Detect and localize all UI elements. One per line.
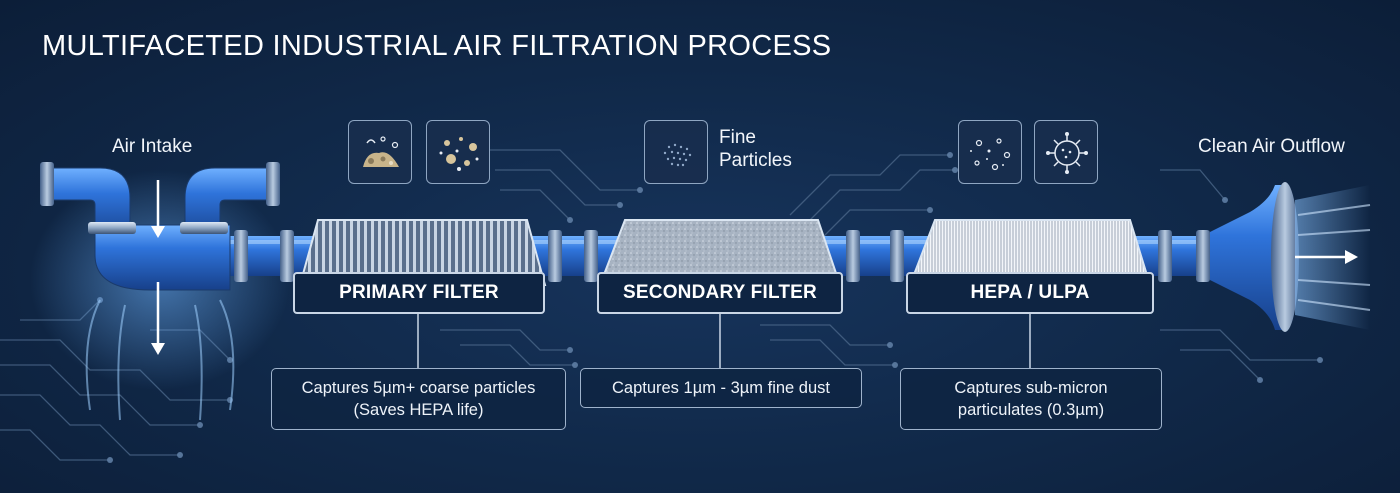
secondary-filter-label: SECONDARY FILTER <box>597 272 843 314</box>
outlet-nozzle <box>1210 182 1371 332</box>
connector-lines <box>417 314 1031 368</box>
primary-filter-label: PRIMARY FILTER <box>293 272 545 314</box>
fine-particles-line-1: Fine <box>719 127 756 148</box>
hepa-ulpa-label: HEPA / ULPA <box>906 272 1154 314</box>
pipe-couplings <box>234 230 1210 282</box>
clean-air-outflow-label: Clean Air Outflow <box>1198 136 1345 157</box>
fine-particles-line-2: Particles <box>719 150 792 171</box>
circuit-traces <box>0 149 1320 461</box>
fine-particles-label: Fine Particles <box>719 126 792 172</box>
fine-particles-icon <box>644 120 708 184</box>
primary-desc-line-1: Captures 5µm+ coarse particles <box>301 379 536 397</box>
primary-desc-line-2: (Saves HEPA life) <box>353 401 484 419</box>
air-intake-label: Air Intake <box>112 136 193 157</box>
sub-micron-particles-icon <box>958 120 1022 184</box>
secondary-filter-description: Captures 1µm - 3µm fine dust <box>580 368 862 408</box>
virus-icon <box>1034 120 1098 184</box>
hepa-desc-line-1: Captures sub-micron <box>954 379 1108 397</box>
primary-filter-description: Captures 5µm+ coarse particles (Saves HE… <box>271 368 566 430</box>
coarse-debris-icon <box>348 120 412 184</box>
page-title: MULTIFACETED INDUSTRIAL AIR FILTRATION P… <box>42 30 832 62</box>
secondary-desc-line-1: Captures 1µm - 3µm fine dust <box>611 379 830 397</box>
hepa-ulpa-description: Captures sub-micron particulates (0.3µm) <box>900 368 1162 430</box>
dust-particles-icon <box>426 120 490 184</box>
hepa-desc-line-2: particulates (0.3µm) <box>957 401 1105 419</box>
intake-pipes <box>40 162 280 291</box>
intake-arrows <box>151 180 165 355</box>
